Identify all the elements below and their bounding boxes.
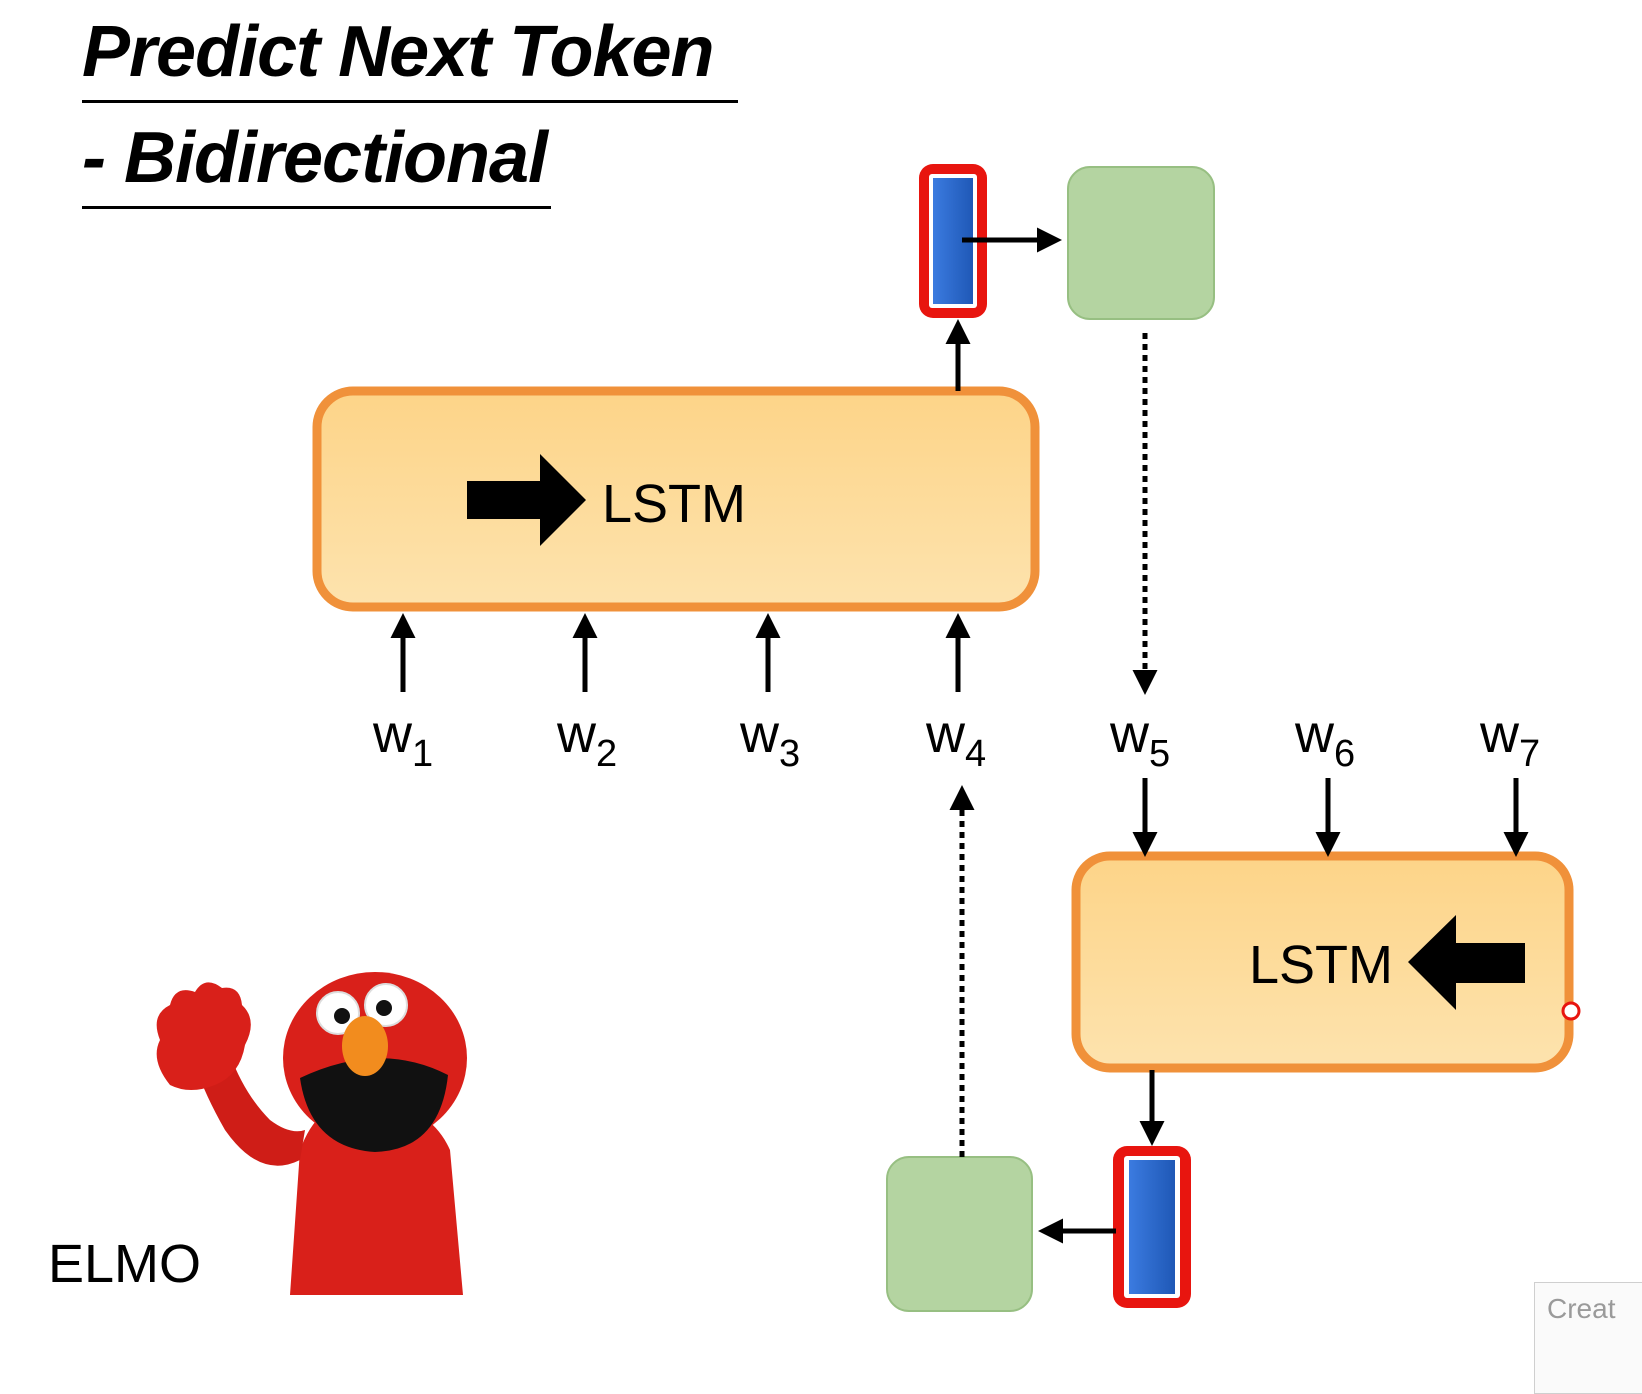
watermark-box: Creat — [1534, 1282, 1642, 1394]
forward-lstm-block: LSTM — [312, 386, 1040, 612]
watermark-text: Creat — [1547, 1293, 1616, 1324]
backward-lstm-block: LSTM — [1071, 851, 1581, 1073]
token-w4: w4 — [925, 704, 986, 775]
left-arrow-icon — [1408, 915, 1525, 1010]
token-w5: w5 — [1109, 704, 1170, 775]
backward-hidden-vector — [1113, 1146, 1191, 1308]
token-w3: w3 — [739, 704, 800, 775]
elmo-illustration — [156, 972, 467, 1295]
forward-input-arrows — [390, 613, 971, 692]
token-labels: w1 w2 w3 w4 w5 w6 w7 — [372, 704, 1540, 775]
backward-output-box — [886, 1156, 1033, 1312]
elmo-caption: ELMO — [48, 1234, 201, 1294]
backward-input-arrows — [1132, 778, 1529, 857]
bidirectional-lstm-diagram: LSTM LSTM w1 w2 — [48, 164, 1581, 1312]
token-w6: w6 — [1294, 704, 1355, 775]
backward-lstm-label: LSTM — [1249, 935, 1393, 995]
token-w2: w2 — [556, 704, 617, 775]
token-w1: w1 — [372, 704, 433, 775]
title-line-2: - Bidirectional — [82, 122, 552, 209]
cursor-marker — [1561, 1001, 1581, 1021]
title-line-1: Predict Next Token — [82, 16, 738, 103]
token-w7: w7 — [1479, 704, 1540, 775]
right-arrow-icon — [467, 454, 586, 546]
forward-lstm-label: LSTM — [602, 474, 746, 534]
forward-output-box — [1067, 166, 1215, 320]
